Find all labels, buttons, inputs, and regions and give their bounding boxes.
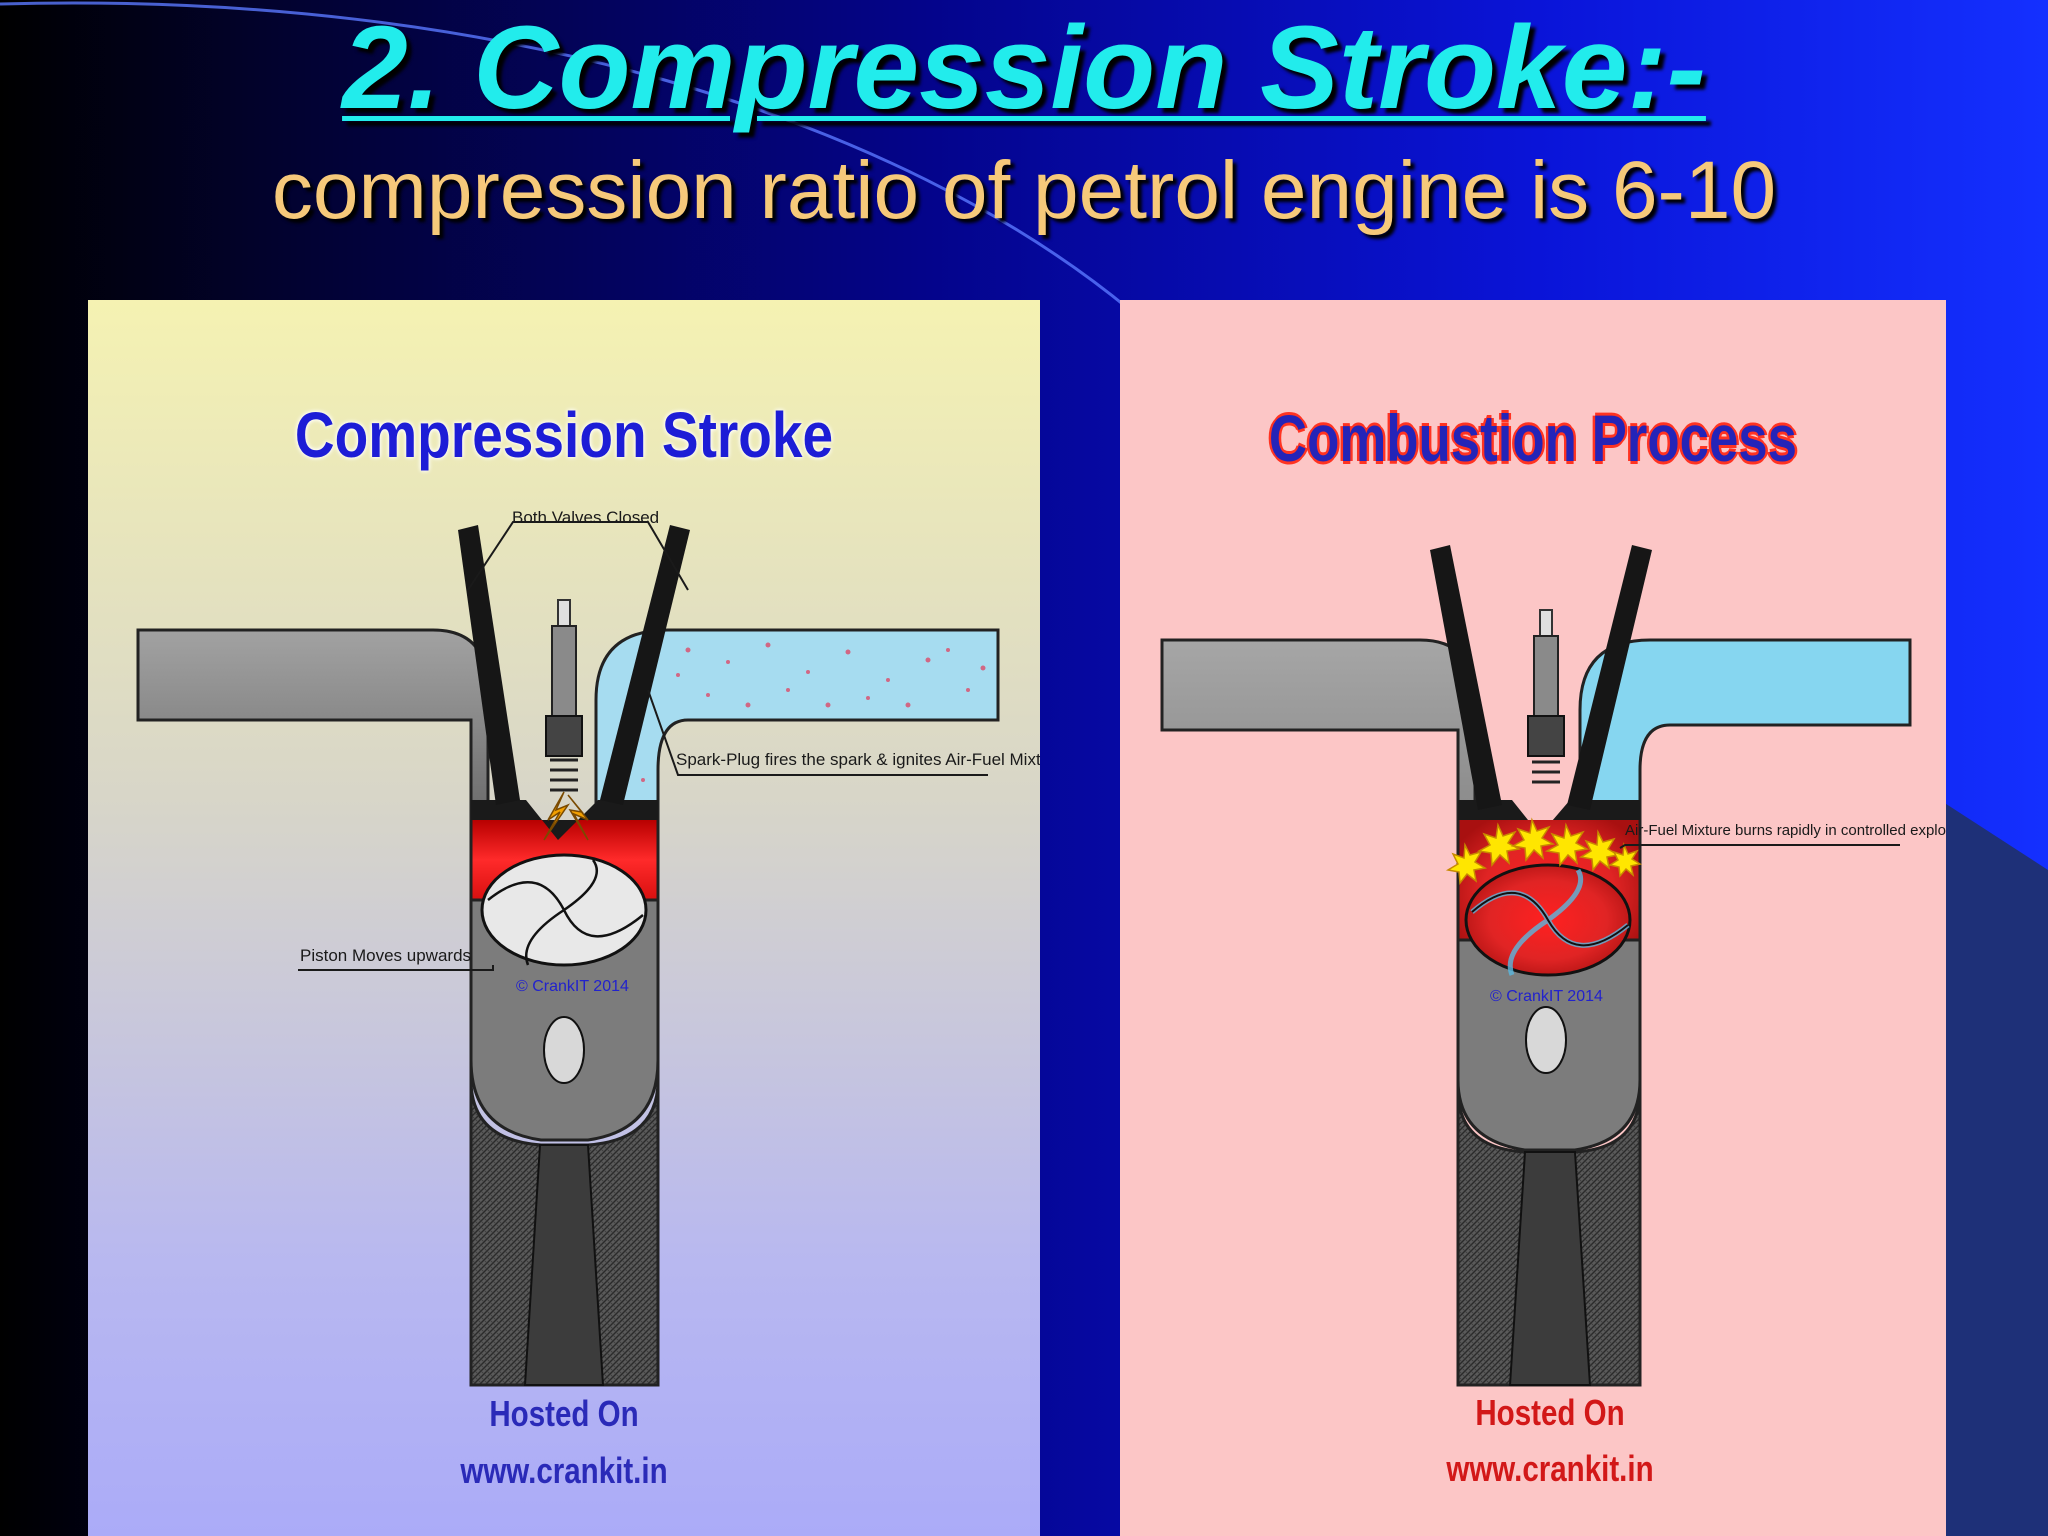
slide-subtitle: compression ratio of petrol engine is 6-… [271, 145, 1777, 236]
valves-leader [467, 521, 689, 591]
slide-title: 2. Compression Stroke:- [342, 2, 1706, 134]
right-copyright: © CrankIT 2014 [1490, 988, 1603, 1005]
combustion-engine-diagram [1160, 545, 1912, 1387]
intake-valve [1567, 545, 1652, 810]
wrist-pin [1525, 1006, 1567, 1074]
spark-flash [543, 791, 589, 841]
right-website: www.crankit.in [1446, 1448, 1654, 1489]
valves-closed-label: Both Valves Closed [512, 508, 660, 527]
combustion-process-heading: Combustion Process [1268, 401, 1798, 475]
compression-engine-diagram [136, 521, 1000, 1387]
combustion-process-panel: Combustion Process Air-Fuel Mixture burn… [1120, 300, 1946, 1536]
piston-moves-label: Piston Moves upwards [300, 946, 472, 965]
spark-plug [545, 599, 583, 792]
left-hosted-on: Hosted On [489, 1393, 639, 1434]
piston-leader [298, 965, 494, 971]
connecting-rod [1508, 1151, 1592, 1386]
exhaust-valve [1430, 545, 1502, 810]
compression-stroke-panel: Compression Stroke Both Valves Closed Sp… [88, 300, 1040, 1536]
exhaust-valve [458, 525, 520, 805]
explosion-bursts [1445, 817, 1642, 885]
spark-plug-label: Spark-Plug fires the spark & ignites Air… [676, 750, 1040, 769]
spark-plug [1527, 609, 1565, 784]
wrist-pin [543, 1016, 585, 1084]
intake-port [594, 628, 1000, 822]
exhaust-port [1160, 638, 1477, 822]
left-website: www.crankit.in [460, 1450, 668, 1491]
compression-stroke-heading: Compression Stroke [294, 399, 834, 471]
connecting-rod [523, 1144, 605, 1386]
exhaust-port [136, 628, 490, 822]
explosion-label: Air-Fuel Mixture burns rapidly in contro… [1625, 822, 1946, 839]
intake-port [1578, 638, 1912, 822]
left-copyright: © CrankIT 2014 [516, 978, 629, 995]
spark-leader [647, 689, 988, 776]
intake-valve [600, 525, 690, 805]
explosion-leader [1619, 844, 1900, 849]
right-hosted-on: Hosted On [1475, 1392, 1625, 1433]
